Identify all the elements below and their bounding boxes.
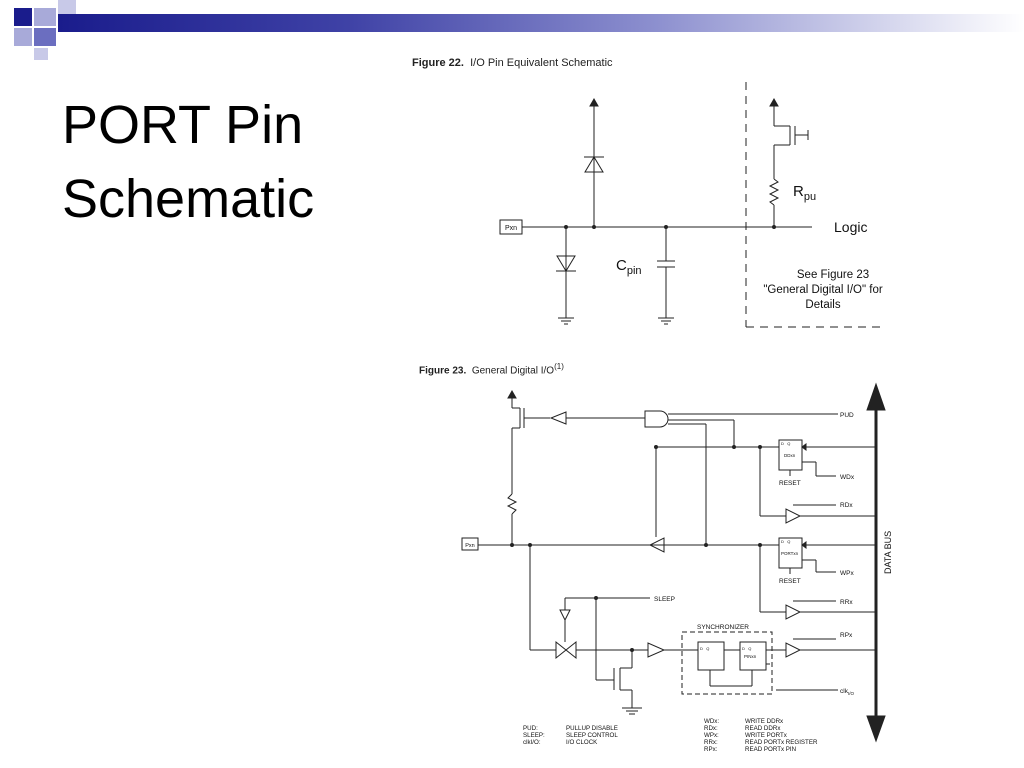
legend-desc-rrx: READ PORTx REGISTER — [745, 739, 818, 746]
fig23-wpx-label: WPx — [840, 570, 854, 577]
legend-abbr-clk: clkI/O: — [523, 739, 541, 746]
pinxn-flipflop — [739, 641, 767, 671]
fig23-rpx-label: RPx — [840, 632, 853, 639]
fig23-and-gate — [644, 410, 669, 428]
decor-square — [34, 8, 56, 26]
fig23-buffer-rdx — [785, 508, 802, 524]
fig23-rdx-label: RDx — [840, 502, 853, 509]
fig23-pin-label: Pxn — [465, 543, 474, 549]
legend-desc-sleep: SLEEP CONTROL — [566, 732, 618, 739]
decor-square — [34, 48, 48, 60]
fig22-cap-label-sub: pin — [627, 265, 642, 277]
fig23-inverter-sleep — [559, 609, 571, 622]
figure22-caption-text: I/O Pin Equivalent Schematic — [470, 57, 613, 69]
fig23-pinxn-d: D Q — [742, 646, 751, 651]
fig22-note-line2: "General Digital I/O" for — [763, 284, 883, 296]
legend-abbr-pud: PUD: — [523, 725, 538, 732]
fig23-pinxn-label: PINxn — [744, 654, 757, 659]
fig22-vcc-arrow-right — [769, 97, 779, 107]
decor-square — [14, 28, 32, 46]
fig23-pullup-resistor — [506, 493, 518, 515]
fig22-diode-upper — [584, 156, 604, 173]
fig22-pullup-resistor — [768, 178, 780, 206]
legend-desc-rdx: READ DDRx — [745, 725, 781, 732]
fig23-clk-label-main: clk — [840, 688, 849, 695]
legend-abbr-sleep: SLEEP: — [523, 732, 545, 739]
fig22-note-line1: See Figure 23 — [797, 269, 869, 281]
slide-title-line1: PORT Pin — [62, 95, 304, 155]
fig23-ddxn-label: DDxn — [784, 453, 796, 458]
fig23-synchronizer-label: SYNCHRONIZER — [697, 624, 749, 631]
figure22-caption: Figure 22. I/O Pin Equivalent Schematic — [412, 57, 613, 69]
title-bar-decoration — [0, 0, 1024, 60]
fig22-pin-label: Pxn — [505, 225, 517, 232]
figure23-caption-footnote: (1) — [554, 362, 564, 371]
fig23-buffer-return — [648, 537, 665, 553]
fig23-portxn-d: D Q — [781, 539, 790, 544]
legend-abbr-rpx: RPx: — [704, 746, 718, 753]
fig22-res-label: Rpu — [793, 183, 816, 203]
decor-square — [14, 8, 32, 26]
fig23-wdx-label: WDx — [840, 474, 855, 481]
fig22-logic-label: Logic — [834, 219, 867, 235]
legend-abbr-rrx: RRx: — [704, 739, 718, 746]
fig22-cap-label-main: C — [616, 257, 627, 274]
fig23-vcc-arrow — [507, 389, 517, 399]
decor-square — [34, 28, 56, 46]
fig22-vcc-arrow — [589, 97, 599, 107]
fig23-legend-right: WDx: WRITE DDRx RDx: READ DDRx WPx: WRIT… — [704, 718, 818, 753]
fig23-legend-left: PUD: PULLUP DISABLE SLEEP: SLEEP CONTROL… — [523, 725, 618, 746]
fig23-reset1-label: RESET — [779, 480, 801, 487]
legend-desc-pud: PULLUP DISABLE — [566, 725, 618, 732]
legend-desc-wdx: WRITE DDRx — [745, 718, 784, 725]
legend-desc-clk: I/O CLOCK — [566, 739, 598, 746]
figure23-caption: Figure 23. General Digital I/O(1) — [419, 362, 564, 376]
data-bus-arrow-bottom — [866, 715, 886, 743]
figure23-caption-number: Figure 23. — [419, 365, 467, 377]
legend-abbr-rdx: RDx: — [704, 725, 718, 732]
fig23-schmitt-buffer — [647, 642, 666, 658]
fig23-buffer-rrx — [785, 604, 802, 620]
slide-title: PORT Pin Schematic — [62, 88, 314, 236]
fig22-res-label-main: R — [793, 183, 804, 200]
legend-abbr-wpx: WPx: — [704, 732, 719, 739]
fig23-pass-gate — [555, 640, 567, 660]
synchronizer-box — [681, 631, 773, 695]
fig23-pin-box — [461, 537, 479, 551]
fig22-cap-label: Cpin — [616, 257, 642, 277]
figure22-caption-number: Figure 22. — [412, 57, 464, 69]
figure23-caption-text: General Digital I/O — [471, 365, 555, 377]
fig23-rrx-label: RRx — [840, 599, 853, 606]
slide-title-line2: Schematic — [62, 169, 315, 229]
fig23-portxn-label: PORTxn — [781, 551, 799, 556]
fig23-sync-latch-d: D Q — [700, 646, 709, 651]
data-bus-arrow-top — [866, 382, 886, 411]
fig23-clk-label-sub: I/O — [848, 691, 855, 696]
fig23-sleep-label: SLEEP — [654, 596, 675, 603]
legend-desc-wpx: WRITE PORTx — [745, 732, 788, 739]
fig23-data-bus-label: DATA BUS — [883, 531, 893, 574]
fig23-ddxn-d: D Q — [781, 441, 790, 446]
fig22-res-label-sub: pu — [804, 191, 816, 203]
fig23-buffer-rpx — [785, 642, 802, 658]
fig23-inverter-pud — [549, 411, 567, 425]
decor-square — [58, 0, 76, 14]
fig23-clk-label: clkI/O — [840, 688, 854, 696]
fig23-reset2-label: RESET — [779, 578, 801, 585]
fig22-note-line3: Details — [805, 299, 840, 311]
fig23-pud-label: PUD — [840, 412, 854, 419]
legend-abbr-wdx: WDx: — [704, 718, 719, 725]
legend-desc-rpx: READ PORTx PIN — [745, 746, 796, 753]
sync-latch — [697, 641, 725, 671]
title-gradient-strip — [58, 14, 1024, 32]
